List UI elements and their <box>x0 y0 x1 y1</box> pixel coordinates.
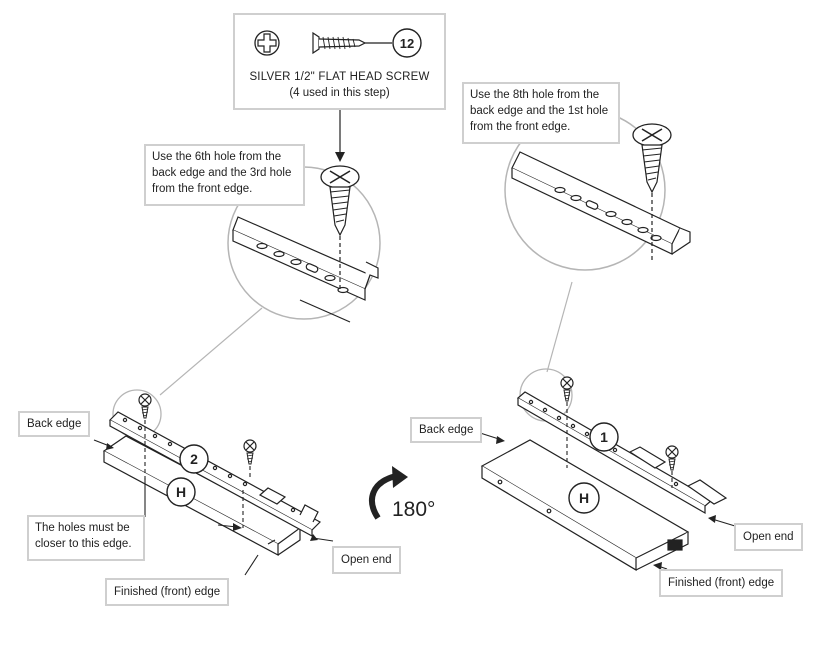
screw-small-left-2 <box>243 439 257 465</box>
rotate-label: 180° <box>392 498 435 521</box>
screw-magnified-right <box>632 123 672 262</box>
magnifier-leader-left <box>159 307 263 396</box>
magnified-rail-right <box>511 151 691 255</box>
part-letter-left: H <box>176 484 186 500</box>
callout-arrow-head <box>335 152 345 162</box>
hardware-label: SILVER 1/2" FLAT HEAD SCREW <box>249 71 430 83</box>
open-end-label-left: Open end <box>332 546 401 574</box>
magnified-rail-left <box>232 216 379 323</box>
back-edge-label-right: Back edge <box>410 417 483 443</box>
hardware-callout: 12 SILVER 1/2" FLAT HEAD SCREW (4 used i… <box>233 13 446 110</box>
screw-small-left-1 <box>138 393 152 419</box>
open-end-label-right: Open end <box>734 523 803 551</box>
rail-left <box>109 411 321 538</box>
hardware-qty-note: (4 used in this step) <box>289 87 390 99</box>
holes-closer-note: The holes must be closer to this edge. <box>27 515 145 561</box>
part-marker-right <box>568 482 600 514</box>
hole-note-left: Use the 6th hole from the back edge and … <box>144 144 305 206</box>
hardware-art: 12 <box>254 28 422 58</box>
finished-edge-label-right: Finished (front) edge <box>659 569 784 597</box>
step-number-right: 1 <box>600 429 608 445</box>
part-letter-right: H <box>579 490 589 506</box>
screw-small-right-2 <box>665 445 679 471</box>
finished-edge-label-left: Finished (front) edge <box>105 578 230 606</box>
screw-magnified-left <box>320 165 360 292</box>
back-edge-label-left: Back edge <box>18 411 91 437</box>
screw-side-icon <box>312 31 392 55</box>
hole-note-right: Use the 8th hole from the back edge and … <box>462 82 620 144</box>
phillips-head-icon <box>254 30 280 56</box>
magnifier-leader-right <box>546 281 573 373</box>
screw-guides-left <box>144 420 251 528</box>
step-number-left: 2 <box>190 451 198 467</box>
quantity-badge <box>392 28 422 58</box>
part-marker-left <box>166 477 196 507</box>
rail-right <box>516 391 728 515</box>
rotate-icon <box>369 466 408 520</box>
step-marker-right <box>589 422 619 452</box>
quantity-label: 12 <box>400 36 414 51</box>
screw-guides-right <box>566 402 673 488</box>
step-marker-left <box>179 444 209 474</box>
